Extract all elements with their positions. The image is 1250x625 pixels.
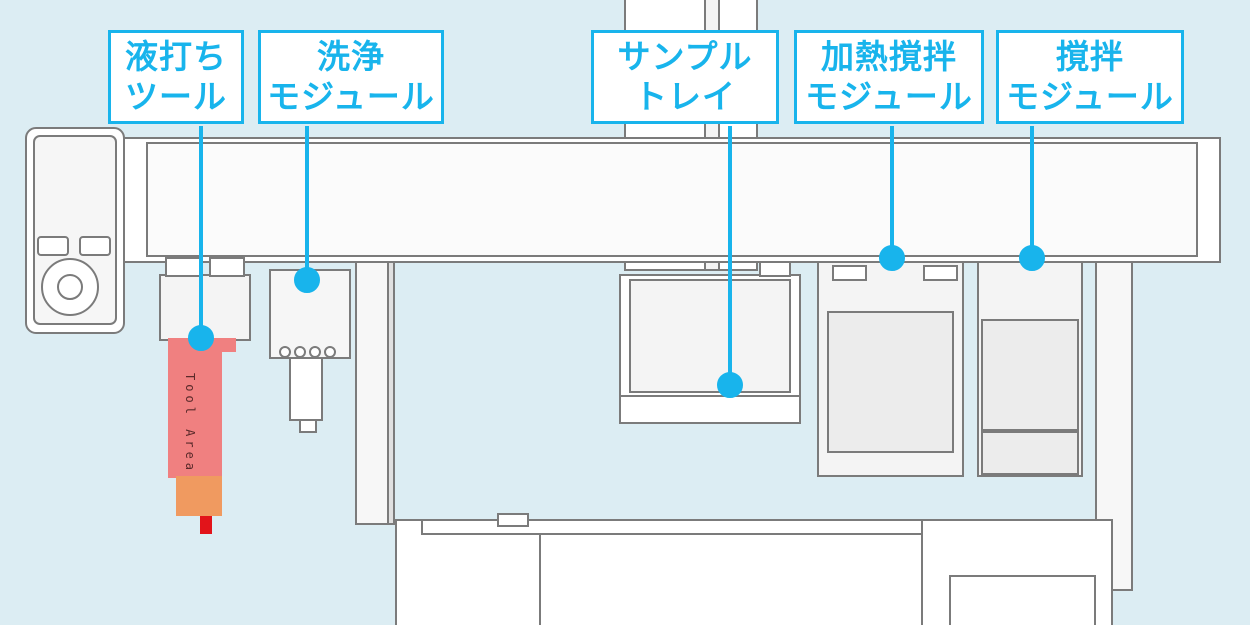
callout-sample-tray: サンプル トレイ	[591, 30, 779, 124]
left-column	[355, 261, 393, 525]
leader-dot-dispensing-tool	[188, 325, 214, 351]
tool-area-label: Tool Area	[183, 373, 197, 474]
callout-line: モジュール	[1006, 77, 1174, 116]
callout-line: トレイ	[634, 77, 736, 116]
callout-stirring-module: 撹拌 モジュール	[996, 30, 1184, 124]
leader-dot-heated-stirring-module	[879, 245, 905, 271]
callout-line: 液打ち	[125, 37, 227, 76]
callout-line: 洗浄	[317, 37, 385, 76]
callout-line: モジュール	[267, 77, 435, 116]
right-column	[1095, 261, 1133, 591]
callout-dispensing-tool: 液打ち ツール	[108, 30, 244, 124]
callout-line: サンプル	[617, 37, 753, 76]
leader-dot-wash-module	[294, 267, 320, 293]
callout-wash-module: 洗浄 モジュール	[258, 30, 444, 124]
leader-dot-sample-tray	[717, 372, 743, 398]
leader-dot-stirring-module	[1019, 245, 1045, 271]
callout-line: ツール	[125, 77, 227, 116]
callout-line: 撹拌	[1056, 37, 1124, 76]
tool-area: Tool Area	[168, 338, 236, 534]
gantry-beam-inner	[146, 142, 1198, 257]
callout-heated-stirring-module: 加熱撹拌 モジュール	[794, 30, 984, 124]
callout-line: モジュール	[805, 77, 973, 116]
callout-line: 加熱撹拌	[821, 37, 957, 76]
